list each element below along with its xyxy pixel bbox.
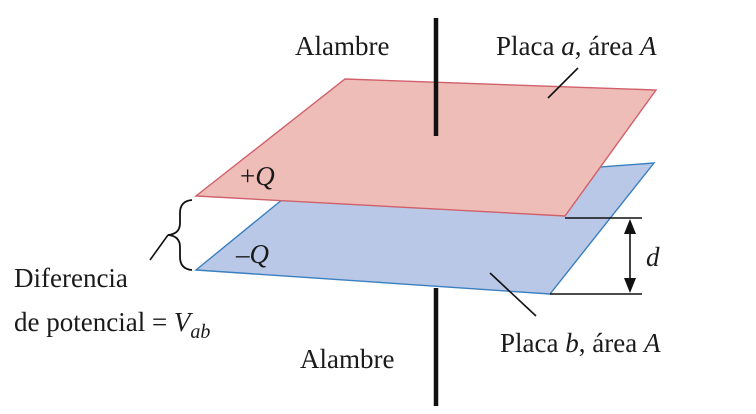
wire-bottom-label: Alambre bbox=[300, 344, 394, 374]
potential-label-line1: Diferencia bbox=[14, 263, 128, 293]
separation-arrowhead-bottom bbox=[624, 278, 636, 293]
plate-a-leader bbox=[547, 67, 579, 99]
plate-b-label: Placa b, área A bbox=[500, 328, 661, 358]
plate-a bbox=[194, 78, 658, 217]
plate-b-leader bbox=[489, 272, 537, 317]
charge-positive-label: +Q bbox=[240, 161, 275, 191]
wire-top-label: Alambre bbox=[295, 31, 389, 61]
separation-label: d bbox=[646, 242, 660, 272]
charge-negative-label: –Q bbox=[235, 239, 269, 269]
separation-arrowhead-top bbox=[624, 219, 636, 234]
plate-a-label: Placa a, área A bbox=[496, 31, 657, 61]
potential-label-line2: de potencial = Vab bbox=[14, 307, 210, 343]
potential-brace bbox=[167, 199, 193, 271]
potential-leader bbox=[149, 234, 169, 261]
